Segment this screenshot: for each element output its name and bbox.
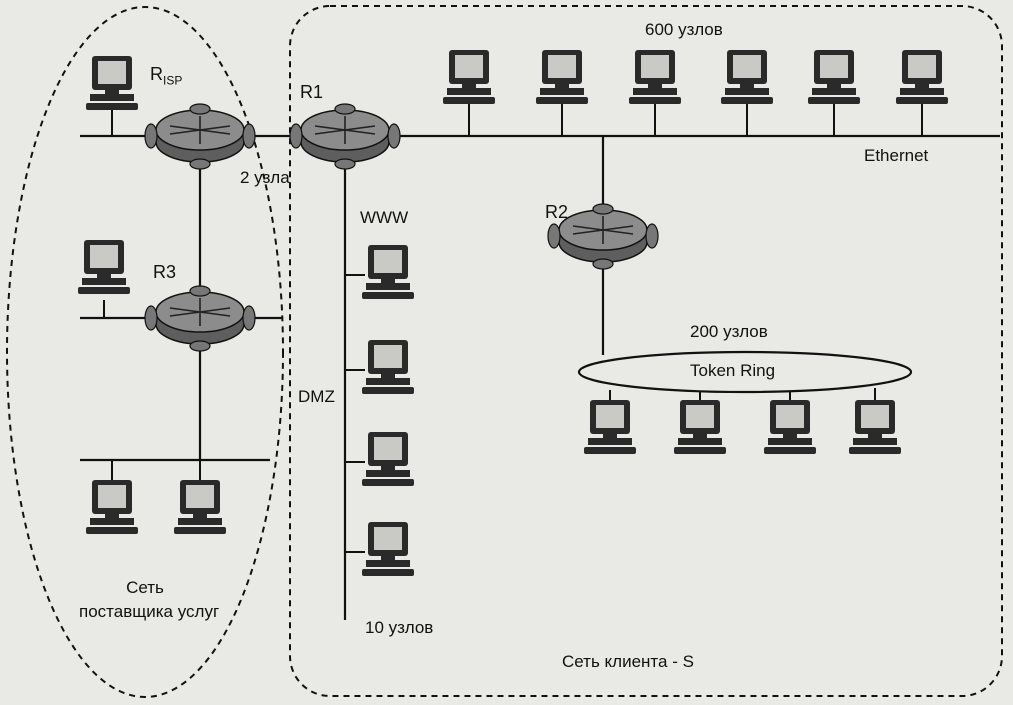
pc-icon: [721, 50, 773, 104]
provider-network-label-line1: Сеть: [126, 578, 164, 597]
router-r2-label: R2: [545, 202, 569, 222]
pc-icon: [896, 50, 948, 104]
token-ring: [577, 350, 913, 394]
client-network-label: Сеть клиента - S: [562, 652, 694, 671]
pc-icon: [86, 480, 138, 534]
www-label: WWW: [360, 208, 409, 227]
pc-icon: [674, 400, 726, 454]
pc-icon: [362, 340, 414, 394]
router-r1-label: R1: [300, 82, 324, 102]
router-r3-icon: [144, 285, 256, 352]
client-network-boundary: [289, 5, 1003, 697]
ethernet-host-count: 600 узлов: [645, 20, 723, 39]
pc-icon: [362, 522, 414, 576]
token-ring-label: Token Ring: [690, 361, 776, 380]
pc-icon: [78, 240, 130, 294]
pc-icon: [174, 480, 226, 534]
dmz-label: DMZ: [298, 387, 335, 406]
provider-network-label-line2: поставщика услуг: [79, 602, 220, 621]
router-r3-label: R3: [153, 262, 177, 282]
link-host-count: 2 узла: [240, 168, 290, 187]
pc-icon: [584, 400, 636, 454]
ethernet-label: Ethernet: [864, 146, 929, 165]
pc-icon: [362, 432, 414, 486]
ethernet-hosts: [111, 104, 923, 136]
pc-icon: [629, 50, 681, 104]
pc-icon: [86, 56, 138, 110]
token-ring-host-count: 200 узлов: [690, 322, 768, 341]
dmz-host-count: 10 узлов: [365, 618, 434, 637]
router-risp-icon: [144, 103, 256, 170]
router-risp-label: RISP: [150, 64, 183, 88]
pc-icon: [536, 50, 588, 104]
router-r1-icon: [289, 103, 401, 170]
pc-icon: [808, 50, 860, 104]
pc-icon: [849, 400, 901, 454]
pc-icon: [764, 400, 816, 454]
pc-icon: [443, 50, 495, 104]
pc-icon: [362, 245, 414, 299]
provider-network-boundary: [6, 6, 284, 698]
